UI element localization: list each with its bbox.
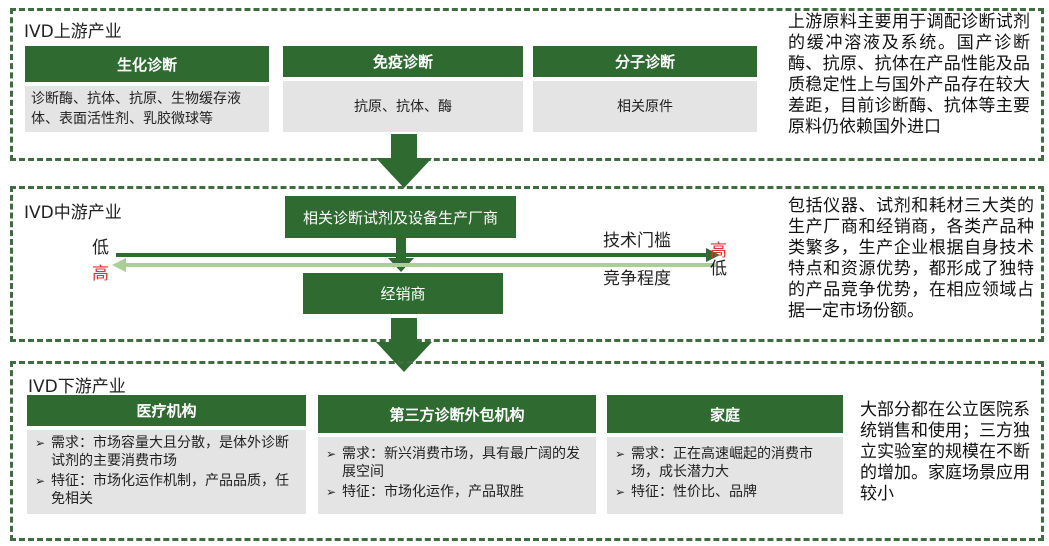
bullet-arrow-icon: ➢	[326, 447, 337, 461]
low-right-label: 低	[710, 259, 727, 279]
manufacturer-box: 相关诊断试剂及设备生产厂商	[285, 196, 516, 238]
downstream-card-header-home: 家庭	[607, 395, 843, 433]
home-bullet-list: ➢需求：正在高速崛起的消费市场，成长潜力大 ➢特征：性价比、品牌	[615, 445, 835, 503]
high-right-label: 高	[710, 241, 727, 261]
upstream-card-header-molecular: 分子诊断	[533, 46, 757, 77]
low-left-label: 低	[92, 238, 109, 258]
upstream-card-body-immuno: 抗原、抗体、酶	[283, 81, 523, 132]
list-item: ➢特征：性价比、品牌	[615, 484, 757, 500]
bullet-arrow-icon: ➢	[326, 485, 337, 499]
list-item: ➢需求：市场容量大且分散，是体外诊断试剂的主要消费市场	[35, 435, 289, 469]
downstream-card-header-thirdparty: 第三方诊断外包机构	[318, 395, 596, 433]
flow-arrow-down-icon-2	[376, 318, 432, 372]
upstream-card-header-immuno: 免疫诊断	[283, 46, 523, 77]
upstream-card-body-molecular: 相关原件	[533, 81, 757, 132]
bullet-arrow-icon: ➢	[615, 485, 626, 499]
downstream-title: IVD下游产业	[28, 377, 126, 397]
bullet-arrow-icon: ➢	[35, 436, 46, 450]
upstream-card-body-biochem: 诊断酶、抗体、抗原、生物缓存液体、表面活性剂、乳胶微球等	[25, 86, 269, 132]
downstream-description: 大部分都在公立医院系统销售和使用；三方独立实验室的规模在不断的增加。家庭场景应用…	[860, 400, 1030, 504]
hospital-bullet-list: ➢需求：市场容量大且分散，是体外诊断试剂的主要消费市场 ➢特征：市场化运作机制，…	[35, 434, 298, 510]
midstream-title: IVD中游产业	[24, 203, 122, 223]
competition-label: 竞争程度	[603, 269, 671, 289]
list-item: ➢需求：新兴消费市场，具有最广阔的发展空间	[326, 446, 580, 480]
tech-threshold-arrow	[116, 248, 720, 262]
tech-threshold-label: 技术门槛	[603, 231, 671, 251]
downstream-card-header-hospital: 医疗机构	[27, 395, 306, 426]
list-item: ➢特征：市场化运作，产品取胜	[326, 484, 524, 500]
thirdparty-bullet-list: ➢需求：新兴消费市场，具有最广阔的发展空间 ➢特征：市场化运作，产品取胜	[326, 445, 588, 503]
distributor-box: 经销商	[303, 273, 503, 314]
downstream-card-body-thirdparty: ➢需求：新兴消费市场，具有最广阔的发展空间 ➢特征：市场化运作，产品取胜	[318, 437, 596, 514]
downstream-section	[10, 361, 1044, 541]
upstream-section	[10, 8, 1044, 161]
midstream-section	[10, 186, 1044, 342]
downstream-card-body-home: ➢需求：正在高速崛起的消费市场，成长潜力大 ➢特征：性价比、品牌	[607, 437, 843, 514]
bullet-arrow-icon: ➢	[35, 474, 46, 488]
upstream-description: 上游原料主要用于调配诊断试剂的缓冲溶液及系统。国产诊断酶、抗原、抗体在产品性能及…	[788, 12, 1030, 137]
midstream-description: 包括仪器、试剂和耗材三大类的生产厂商和经销商，各类产品种类繁多，生产企业根据自身…	[788, 196, 1034, 321]
bullet-arrow-icon: ➢	[615, 447, 626, 461]
upstream-title: IVD上游产业	[24, 22, 122, 42]
high-left-label: 高	[92, 264, 109, 284]
list-item: ➢需求：正在高速崛起的消费市场，成长潜力大	[615, 446, 813, 480]
competition-arrow	[112, 258, 716, 272]
list-item: ➢特征：市场化运作机制，产品品质，任免相关	[35, 473, 289, 507]
upstream-card-header-biochem: 生化诊断	[25, 46, 269, 82]
flow-arrow-down-icon	[376, 134, 432, 188]
downstream-card-body-hospital: ➢需求：市场容量大且分散，是体外诊断试剂的主要消费市场 ➢特征：市场化运作机制，…	[27, 430, 306, 514]
